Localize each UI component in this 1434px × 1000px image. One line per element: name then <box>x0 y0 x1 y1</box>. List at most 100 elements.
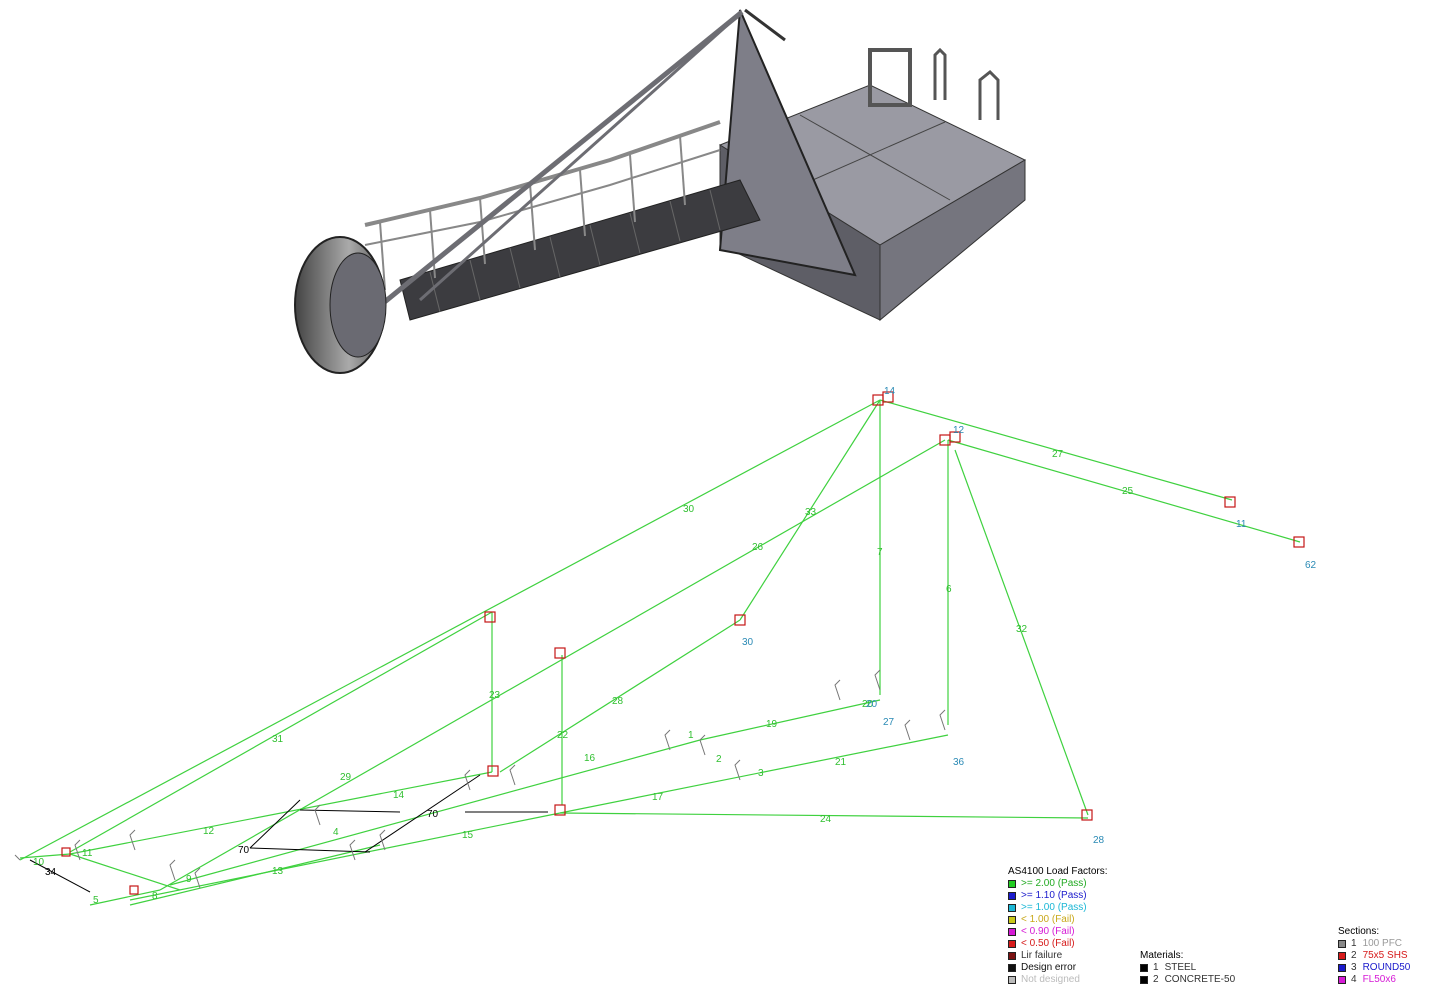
section-number: 2 <box>1351 950 1357 961</box>
material-label: CONCRETE-50 <box>1164 974 1236 985</box>
load-factor-label: >= 1.10 (Pass) <box>1021 890 1087 901</box>
member-label: 9 <box>186 874 192 885</box>
load-factor-swatch <box>1008 976 1016 984</box>
load-factor-item: Not designed <box>1008 974 1108 986</box>
platform-front <box>879 159 1026 322</box>
load-factor-label: < 0.50 (Fail) <box>1021 938 1075 949</box>
supports <box>61 391 1305 895</box>
sections-legend-title: Sections: <box>1338 926 1380 937</box>
support <box>554 804 566 816</box>
load-factor-swatch <box>1008 916 1016 924</box>
load-factor-label: >= 1.00 (Pass) <box>1021 902 1087 913</box>
node-label: 28 <box>1093 835 1105 846</box>
section-swatch <box>1338 976 1346 984</box>
frame-members <box>19 399 1301 906</box>
node-label: 36 <box>953 757 965 768</box>
load-factor-label: < 0.90 (Fail) <box>1021 926 1075 937</box>
member <box>559 734 949 814</box>
section-number: 4 <box>1351 974 1357 985</box>
member-label: 13 <box>272 866 284 877</box>
node-label: 27 <box>883 717 895 728</box>
member <box>947 439 1301 543</box>
member <box>69 853 181 891</box>
material-label: STEEL <box>1164 962 1197 973</box>
section-swatch <box>1338 940 1346 948</box>
support <box>129 885 139 895</box>
material-swatch <box>1140 976 1148 984</box>
support <box>554 647 566 659</box>
load-factor-swatch <box>1008 892 1016 900</box>
member <box>19 399 881 861</box>
member-label: 21 <box>835 757 847 768</box>
member-label: 7 <box>877 547 883 558</box>
member <box>559 812 1089 819</box>
member <box>739 399 881 621</box>
member-labels: 31 30 29 28 26 23 22 33 7 6 32 27 25 24 … <box>33 449 1134 906</box>
support <box>1224 496 1236 508</box>
section-number: 1 <box>1351 938 1357 949</box>
member <box>169 739 701 886</box>
member <box>129 844 381 906</box>
member-label: 6 <box>946 584 952 595</box>
support <box>949 431 961 443</box>
handrail-top <box>364 120 721 227</box>
load-factor-swatch <box>1008 940 1016 948</box>
member <box>129 812 561 901</box>
member-label: 3 <box>758 768 764 779</box>
dimension-label: 34 <box>45 867 57 878</box>
member-label: 2 <box>716 754 722 765</box>
member-label: 4 <box>333 827 339 838</box>
load-factor-label: Design error <box>1021 962 1077 973</box>
load-factor-legend: AS4100 Load Factors: >= 2.00 (Pass)>= 1.… <box>1008 866 1108 986</box>
load-factor-label: >= 2.00 (Pass) <box>1021 878 1087 889</box>
section-label: 75x5 SHS <box>1362 950 1408 961</box>
section-number: 3 <box>1351 962 1357 973</box>
walkway-deck <box>399 179 761 321</box>
node-label: 62 <box>1305 560 1317 571</box>
load-factor-swatch <box>1008 880 1016 888</box>
member-label: 23 <box>489 690 501 701</box>
member-label: 19 <box>766 719 778 730</box>
node-label: 14 <box>884 386 896 397</box>
section-label: 100 PFC <box>1362 938 1403 949</box>
member-label: 24 <box>820 814 832 825</box>
member <box>499 619 741 773</box>
load-factor-swatch <box>1008 904 1016 912</box>
materials-legend-title: Materials: <box>1140 950 1184 961</box>
member <box>699 699 881 741</box>
node-label: 20 <box>866 699 878 710</box>
node-label: 30 <box>742 637 754 648</box>
dimension-label: 70 <box>238 845 250 856</box>
support <box>882 391 894 403</box>
member-label: 25 <box>1122 486 1134 497</box>
section-item: 2 75x5 SHS <box>1338 950 1410 962</box>
node-label: 11 <box>1236 519 1247 530</box>
member-label: 33 <box>805 507 817 518</box>
member-label: 27 <box>1052 449 1064 460</box>
load-factor-label: < 1.00 (Fail) <box>1021 914 1075 925</box>
member-label: 30 <box>683 504 695 515</box>
member-label: 32 <box>1016 624 1028 635</box>
material-number: 1 <box>1153 962 1159 973</box>
load-factor-swatch <box>1008 964 1016 972</box>
member-label: 31 <box>272 734 284 745</box>
member <box>879 399 1233 501</box>
support <box>61 847 71 857</box>
section-swatch <box>1338 952 1346 960</box>
support <box>1293 536 1305 548</box>
load-factor-item: >= 2.00 (Pass) <box>1008 878 1108 890</box>
member-label: 1 <box>688 730 694 741</box>
member-label: 22 <box>557 730 569 741</box>
support <box>734 614 746 626</box>
member-label: 5 <box>93 895 99 906</box>
support <box>487 765 499 777</box>
member-label: 17 <box>652 792 664 803</box>
load-factor-item: Lir failure <box>1008 950 1108 962</box>
node-labels: 14 12 11 62 30 36 28 20 27 <box>742 386 1317 846</box>
dimension-label: 70 <box>427 809 439 820</box>
member <box>954 449 1089 816</box>
